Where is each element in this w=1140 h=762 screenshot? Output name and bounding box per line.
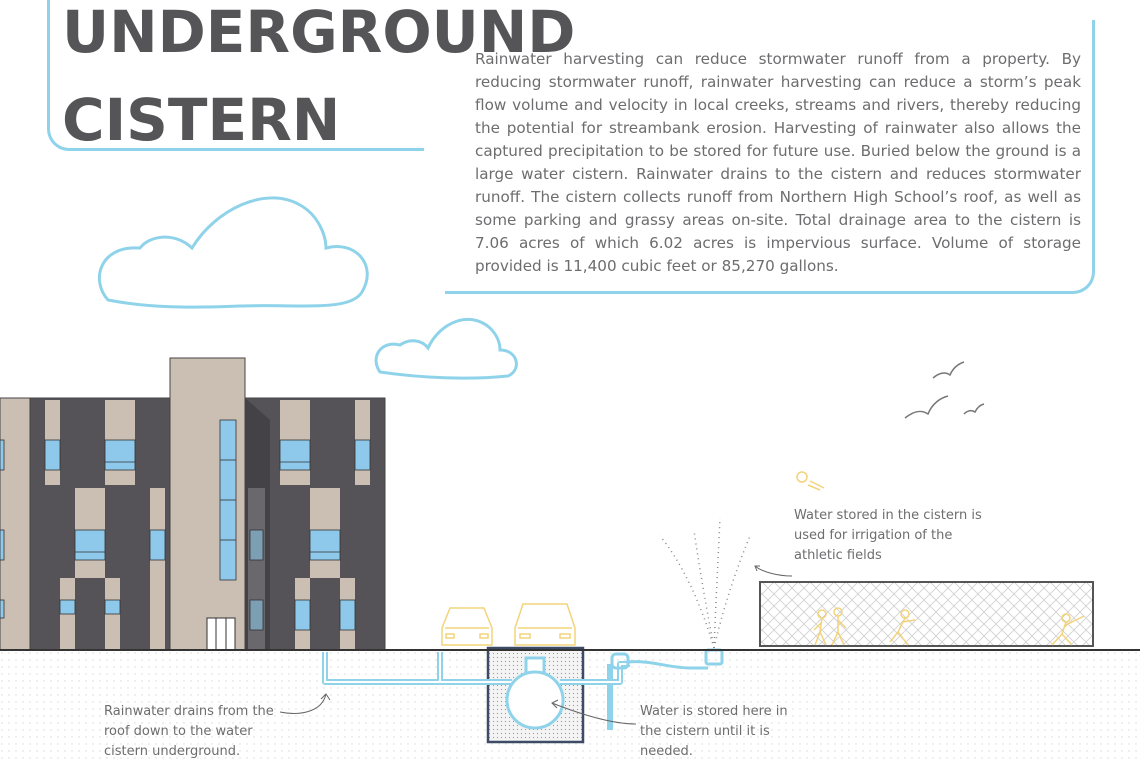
- cistern-storage-annotation: Water is stored here in the cistern unti…: [640, 704, 788, 759]
- cloud-icon: [98, 196, 369, 309]
- bird-icon: [904, 395, 949, 419]
- athlete-icon: [813, 607, 847, 646]
- athlete-icon: [1051, 613, 1085, 646]
- description-frame: [445, 20, 1095, 294]
- description-text: Rainwater harvesting can reduce stormwat…: [475, 50, 1081, 275]
- cloud-icon: [374, 317, 518, 380]
- bird-icon: [932, 361, 965, 379]
- irrigation-annotation: Water stored in the cistern is used for …: [794, 508, 982, 563]
- cistern-storage-arrow: [551, 702, 637, 725]
- ball-icon: [796, 471, 825, 491]
- cistern-tank: [505, 656, 565, 730]
- car-icon: [514, 603, 576, 646]
- title-line-1: UNDERGROUND: [62, 0, 576, 66]
- page-title: UNDERGROUND CISTERN: [62, 0, 575, 164]
- school-building: [0, 357, 386, 651]
- roof-drain-arrow: [279, 693, 327, 714]
- title-frame: [47, 0, 424, 151]
- sprinkler-icon: [659, 517, 751, 649]
- title-line-2: CISTERN: [62, 86, 341, 154]
- roof-drain-annotation: Rainwater drains from the roof down to t…: [104, 704, 274, 759]
- athlete-icon: [889, 609, 916, 646]
- car-icon: [441, 607, 493, 646]
- bird-icon: [963, 403, 985, 415]
- fence-icon: [759, 581, 1094, 647]
- irrigation-arrow: [754, 565, 793, 577]
